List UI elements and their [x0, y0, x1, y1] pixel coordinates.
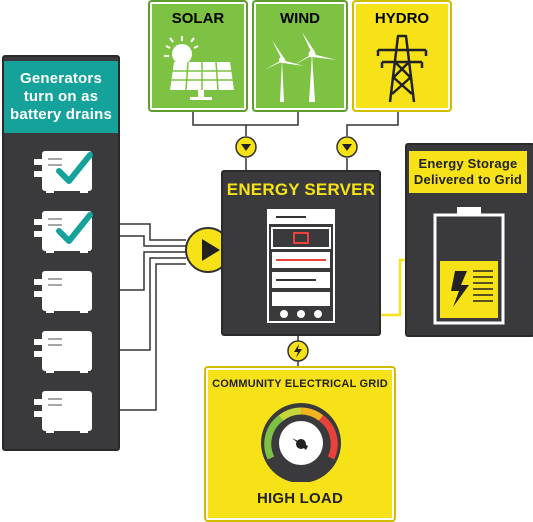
- community-grid-panel: COMMUNITY ELECTRICAL GRID HIGH LOAD: [204, 366, 396, 522]
- generator-unit: [32, 267, 96, 317]
- grid-status: HIGH LOAD: [257, 490, 343, 507]
- generators-panel: Generators turn on as battery drains: [2, 55, 120, 451]
- energy-storage-panel: Energy Storage Delivered to Grid: [405, 143, 533, 337]
- power-tower-icon: [376, 34, 428, 103]
- arrow-down-icon: [235, 136, 257, 158]
- wind-turbine-icon: [264, 32, 337, 102]
- battery-icon: [433, 207, 505, 325]
- gauge-icon: [261, 403, 341, 482]
- generator-icon: [34, 331, 92, 373]
- generator-unit: [32, 147, 96, 197]
- source-wind: WIND: [252, 0, 348, 112]
- server-rack-icon: [267, 209, 335, 323]
- source-solar: SOLAR: [148, 0, 248, 112]
- source-hydro-label: HYDRO: [374, 10, 430, 27]
- energy-server-panel: ENERGY SERVER: [221, 170, 381, 336]
- solar-panel-icon: [164, 36, 234, 100]
- source-wind-label: WIND: [280, 10, 320, 27]
- generator-icon: [34, 151, 92, 193]
- generator-unit: [32, 207, 96, 257]
- generator-unit: [32, 327, 96, 377]
- generators-title: Generators turn on as battery drains: [4, 61, 118, 133]
- community-grid-title: COMMUNITY ELECTRICAL GRID: [212, 378, 388, 390]
- generator-icon: [34, 211, 92, 253]
- source-hydro: HYDRO: [352, 0, 452, 112]
- checkmark-icon: [56, 152, 93, 184]
- generator-icon: [34, 271, 92, 313]
- source-solar-label: SOLAR: [171, 10, 225, 27]
- energy-server-title: ENERGY SERVER: [226, 180, 376, 199]
- energy-storage-title: Energy Storage Delivered to Grid: [409, 151, 527, 193]
- generator-icon: [34, 391, 92, 433]
- checkmark-icon: [56, 212, 93, 244]
- generator-unit: [32, 387, 96, 437]
- lightning-bolt-icon: [287, 340, 309, 362]
- play-arrow-icon: [185, 227, 231, 273]
- arrow-down-icon: [336, 136, 358, 158]
